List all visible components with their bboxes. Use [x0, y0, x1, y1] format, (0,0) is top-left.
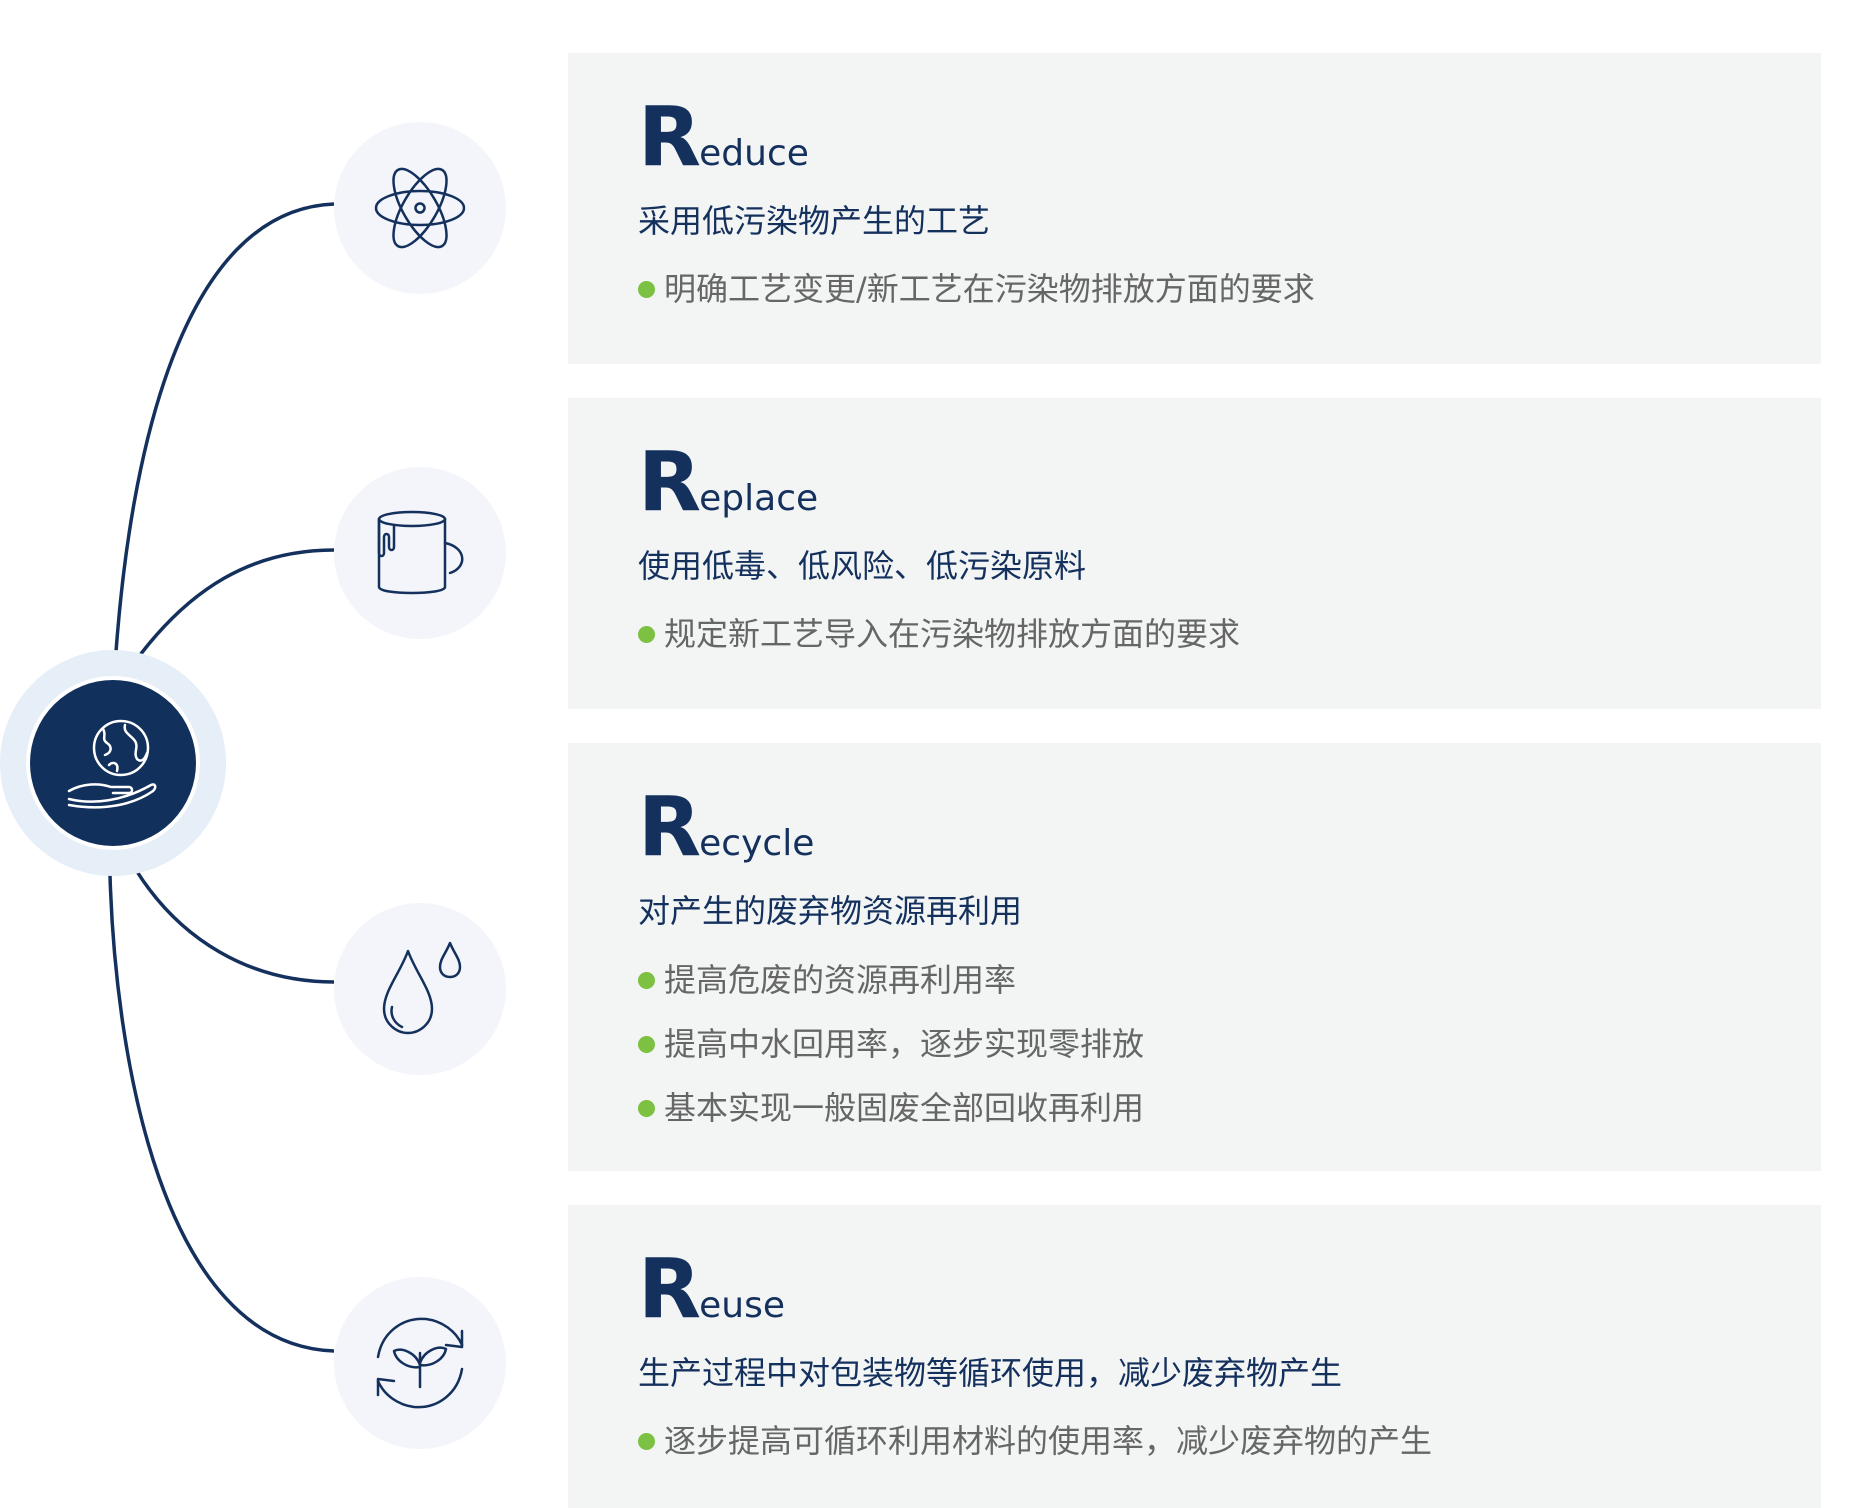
bullet-text: 逐步提高可循环利用材料的使用率，减少废弃物的产生	[664, 1422, 1433, 1460]
card-subtitle: 使用低毒、低风险、低污染原料	[638, 547, 1087, 585]
card-reuse: Reuse 生产过程中对包装物等循环使用，减少废弃物产生 逐步提高可循环利用材料…	[568, 1205, 1821, 1508]
title-rest: eplace	[699, 478, 819, 519]
water-drops-icon	[382, 941, 462, 1035]
card-title: Reduce	[638, 97, 809, 179]
list-item: 基本实现一般固废全部回收再利用	[638, 1076, 1144, 1140]
list-item: 明确工艺变更/新工艺在污染物排放方面的要求	[638, 257, 1315, 321]
bullet-list: 规定新工艺导入在污染物排放方面的要求	[638, 602, 1240, 666]
bullet-text: 提高危废的资源再利用率	[664, 961, 1017, 999]
recycle-leaf-icon	[376, 1317, 464, 1409]
list-item: 提高中水回用率，逐步实现零排放	[638, 1012, 1144, 1076]
bullet-dot-icon	[638, 1432, 655, 1450]
connector-recycle	[134, 869, 335, 984]
card-subtitle: 生产过程中对包装物等循环使用，减少废弃物产生	[638, 1354, 1343, 1392]
node-reuse	[334, 1277, 506, 1449]
title-rest: ecycle	[699, 823, 815, 864]
bullet-dot-icon	[638, 1099, 655, 1117]
list-item: 规定新工艺导入在污染物排放方面的要求	[638, 602, 1240, 666]
card-recycle: Recycle 对产生的废弃物资源再利用 提高危废的资源再利用率 提高中水回用率…	[568, 743, 1821, 1171]
card-replace: Replace 使用低毒、低风险、低污染原料 规定新工艺导入在污染物排放方面的要…	[568, 398, 1821, 709]
card-subtitle: 对产生的废弃物资源再利用	[638, 892, 1023, 930]
bullet-text: 明确工艺变更/新工艺在污染物排放方面的要求	[664, 270, 1315, 308]
hub-circle	[26, 676, 200, 850]
title-initial: R	[638, 90, 701, 185]
bullet-dot-icon	[638, 625, 655, 643]
bullet-text: 基本实现一般固废全部回收再利用	[664, 1089, 1145, 1127]
bullet-list: 明确工艺变更/新工艺在污染物排放方面的要求	[638, 257, 1315, 321]
bullet-text: 提高中水回用率，逐步实现零排放	[664, 1025, 1145, 1063]
bullet-dot-icon	[638, 1035, 655, 1053]
connector-replace	[138, 548, 335, 657]
title-initial: R	[638, 1242, 701, 1337]
list-item: 提高危废的资源再利用率	[638, 948, 1144, 1012]
node-recycle	[334, 903, 506, 1075]
list-item: 逐步提高可循环利用材料的使用率，减少废弃物的产生	[638, 1409, 1432, 1473]
connector-reduce	[114, 202, 335, 653]
card-reduce: Reduce 采用低污染物产生的工艺 明确工艺变更/新工艺在污染物排放方面的要求	[568, 53, 1821, 364]
atom-icon	[374, 167, 466, 249]
title-rest: educe	[699, 133, 809, 174]
bullet-list: 提高危废的资源再利用率 提高中水回用率，逐步实现零排放 基本实现一般固废全部回收…	[638, 948, 1144, 1140]
title-initial: R	[638, 780, 701, 875]
title-initial: R	[638, 435, 701, 530]
card-subtitle: 采用低污染物产生的工艺	[638, 202, 991, 240]
globe-in-hand-icon	[67, 719, 157, 809]
card-title: Recycle	[638, 787, 814, 869]
bullet-text: 规定新工艺导入在污染物排放方面的要求	[664, 615, 1241, 653]
node-reduce	[334, 122, 506, 294]
bullet-dot-icon	[638, 971, 655, 989]
node-replace	[334, 467, 506, 639]
connector-reuse	[108, 874, 335, 1353]
card-title: Reuse	[638, 1249, 785, 1331]
bullet-list: 逐步提高可循环利用材料的使用率，减少废弃物的产生	[638, 1409, 1432, 1473]
title-rest: euse	[699, 1285, 786, 1326]
card-title: Replace	[638, 442, 818, 524]
paint-bucket-icon	[377, 510, 464, 595]
bullet-dot-icon	[638, 280, 655, 298]
